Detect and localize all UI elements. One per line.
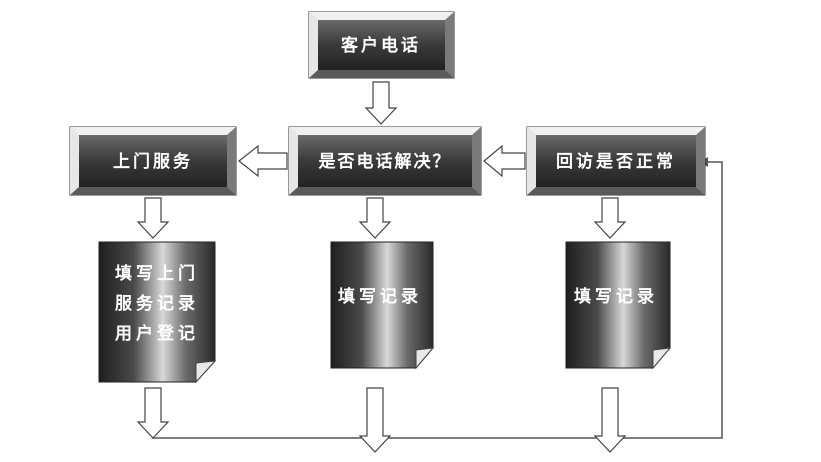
onsite-record-line-2: 服务记录 [115,293,199,314]
phone-record-label: 填写记录 [338,286,422,307]
arrow-down-decision-to-doc [358,197,392,239]
callback-record-document: 填写记录 [565,241,672,370]
phone-record-document: 填写记录 [330,241,435,370]
arrow-down-onsite-doc-out [136,387,170,439]
customer-call-label: 客户电话 [340,35,421,56]
arrow-down-callback-doc-out [593,387,627,453]
onsite-record-line-1: 填写上门 [115,263,199,284]
arrow-down-phone-doc-out [358,387,392,453]
customer-call-box: 客户电话 [308,11,455,79]
onsite-record-document: 填写上门 服务记录 用户登记 [98,241,217,384]
callback-record-label: 填写记录 [574,286,658,307]
onsite-service-label: 上门服务 [113,151,193,172]
arrow-left-decision-to-onsite [238,144,288,178]
phone-resolved-decision-box: 是否电话解决？ [288,126,482,196]
callback-check-label: 回访是否正常 [556,151,676,172]
callback-check-box: 回访是否正常 [526,126,706,196]
onsite-record-line-3: 用户登记 [115,323,199,344]
arrow-left-callback-to-decision [483,144,526,178]
arrow-down-onsite-to-doc [136,197,170,239]
onsite-service-box: 上门服务 [69,126,237,196]
phone-resolved-label: 是否电话解决？ [319,151,452,172]
arrow-down-call-to-decision [364,81,398,125]
arrow-down-callback-to-doc [593,197,627,239]
